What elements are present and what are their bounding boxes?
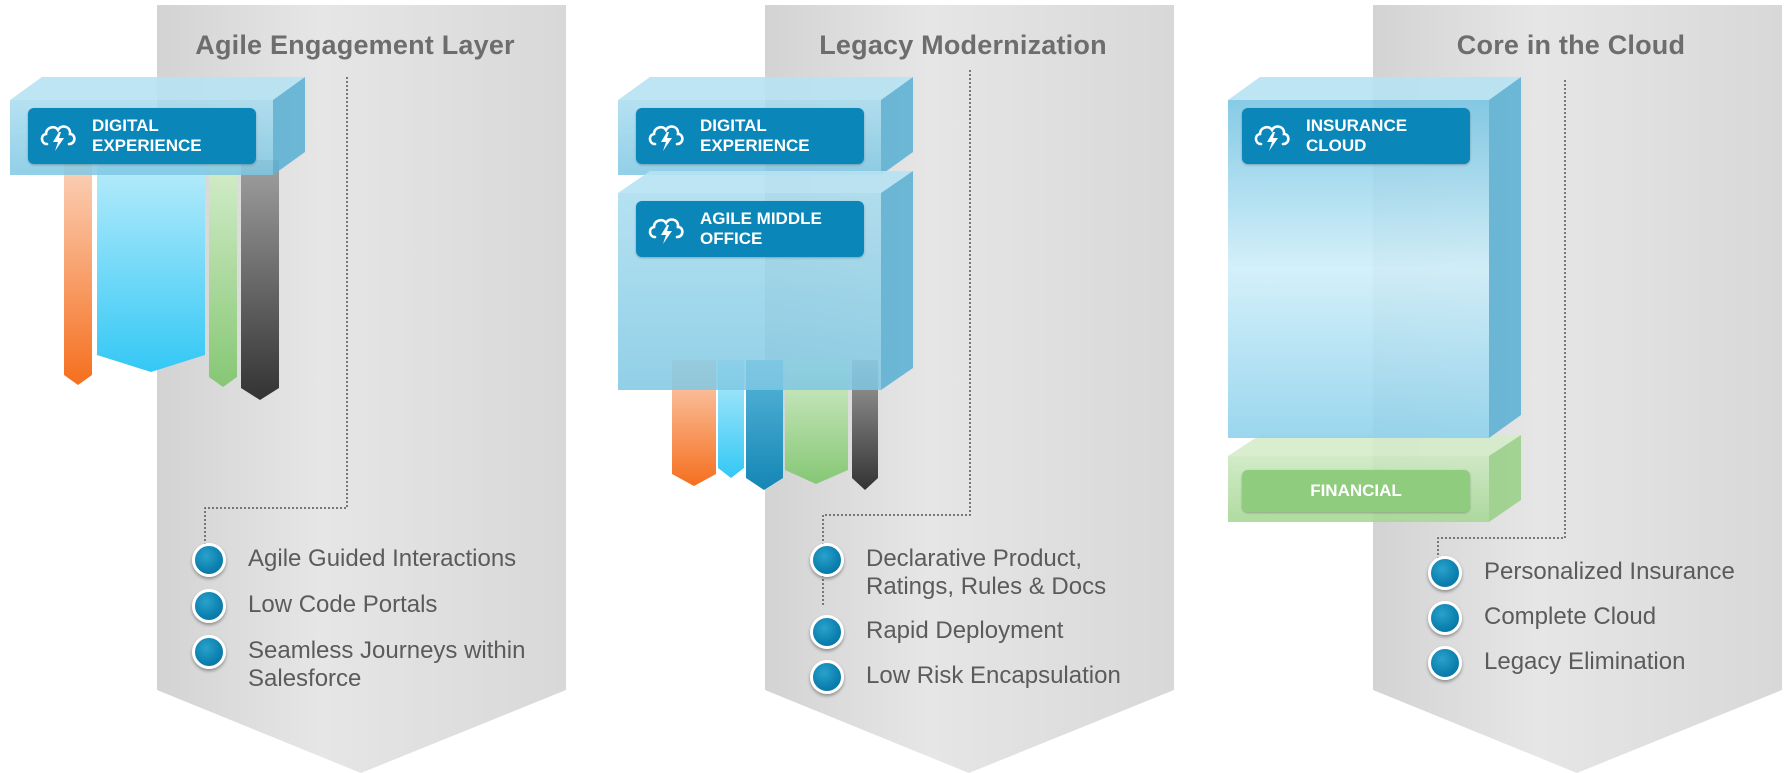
cloud-bolt-icon [648,218,684,244]
bullet-dot [810,615,844,649]
bullet-item: Personalized Insurance [1426,556,1789,590]
bullet-dot [1428,646,1462,680]
bullet-dot [1428,601,1462,635]
connector-line [1437,80,1566,570]
dark-ribbon [852,360,878,490]
module-label-line1: DIGITAL [92,116,159,135]
bullet-text: Rapid Deployment [866,617,1064,644]
module-financial: FINANCIAL [1242,470,1470,512]
bullet-item: Low Risk Encapsulation [808,660,1198,694]
module-label-line2: EXPERIENCE [700,136,810,155]
bullet-text: Low Risk Encapsulation [866,662,1121,689]
bullet-text: Agile Guided Interactions [248,545,517,572]
bullet-item: Legacy Elimination [1426,646,1789,680]
module-label-line1: FINANCIAL [1310,481,1402,500]
bullet-text: Complete Cloud [1484,603,1657,630]
green-ribbon [785,360,848,484]
bullet-item: Seamless Journeys within Salesforce [190,635,590,693]
module-label-line2: OFFICE [700,229,763,248]
bullet-dot [192,589,226,623]
bullet-text: Personalized Insurance [1484,558,1735,585]
green-ribbon [209,160,237,387]
module-label-line1: INSURANCE [1306,116,1408,135]
cloud-bolt-icon [1254,125,1290,151]
bullet-item: Agile Guided Interactions [190,543,590,577]
bullet-item: Declarative Product, Ratings, Rules & Do… [808,543,1198,601]
bullet-list: Personalized Insurance Complete Cloud Le… [1426,556,1789,680]
orange-ribbon [672,360,716,486]
cloud-bolt-icon [40,125,76,151]
bullet-dot [192,635,226,669]
connector-line [204,77,348,560]
module-label-line2: CLOUD [1306,136,1367,155]
module-label-line2: EXPERIENCE [92,136,202,155]
bullet-text: Legacy Elimination [1484,648,1686,675]
column-title: Core in the Cloud [1456,30,1686,60]
bullet-text: Declarative Product, Ratings, Rules & Do… [866,545,1107,600]
bullet-text: Seamless Journeys within Salesforce [248,637,526,692]
orange-ribbon [64,160,92,385]
module-label-line1: DIGITAL [700,116,767,135]
teal-ribbon [746,360,783,490]
column-title: Agile Engagement Layer [195,30,515,60]
bullet-dot [810,660,844,694]
bullet-item: Complete Cloud [1426,601,1789,635]
bullet-text: Low Code Portals [248,591,438,618]
dark-ribbon [241,160,279,400]
bullet-dot [1428,556,1462,590]
bullet-item: Low Code Portals [190,589,590,623]
bullet-dot [810,543,844,577]
light-blue-ribbon [97,160,205,372]
cloud-bolt-icon [648,125,684,151]
bullet-list: Declarative Product, Ratings, Rules & Do… [808,543,1198,694]
module-label-line1: AGILE MIDDLE [700,209,822,228]
bullet-dot [192,543,226,577]
bullet-item: Rapid Deployment [808,615,1198,649]
column-title: Legacy Modernization [819,30,1107,60]
bullet-list: Agile Guided Interactions Low Code Porta… [190,543,590,693]
